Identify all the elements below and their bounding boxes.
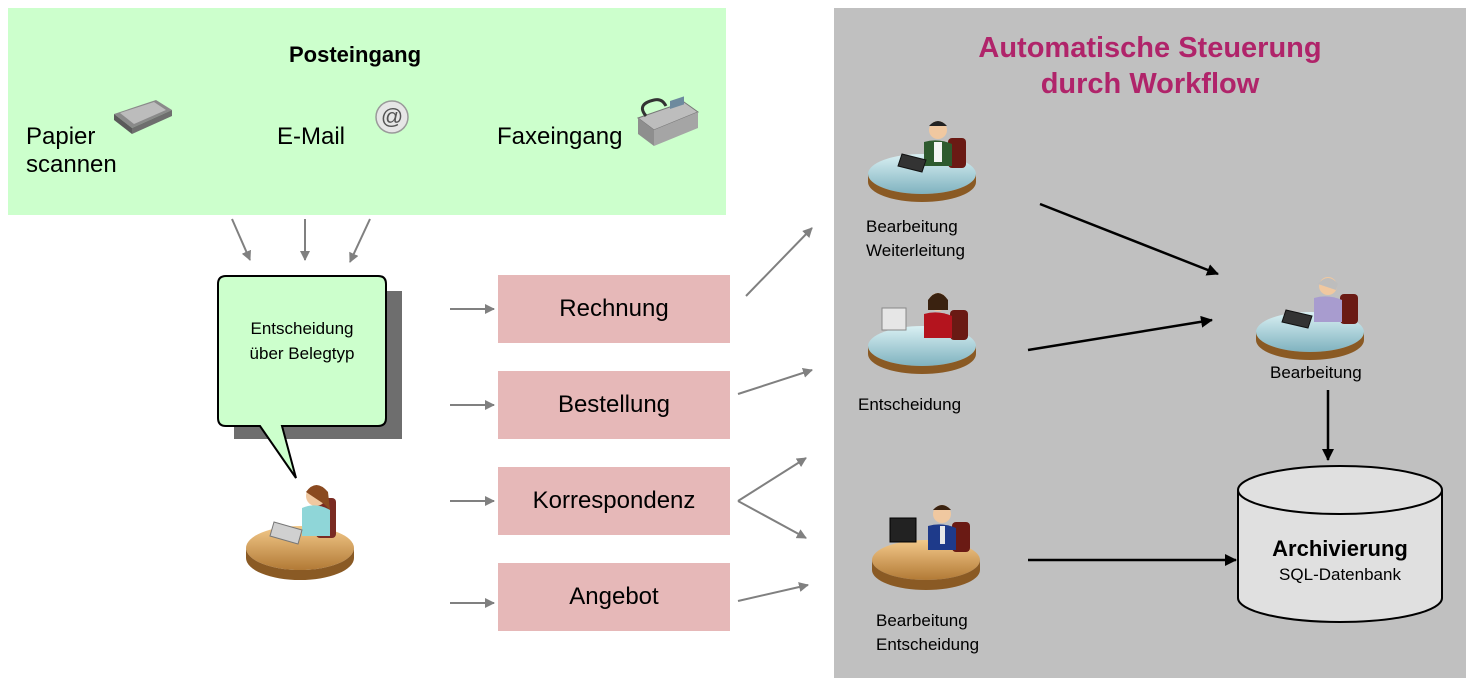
workflow-title-line2: durch Workflow <box>1040 68 1260 100</box>
email-label: E-Mail <box>277 123 346 150</box>
office-worker-icon <box>868 293 976 374</box>
at-sign-icon: @ <box>375 100 409 134</box>
worker1-label-line2: Weiterleitung <box>866 241 965 260</box>
archive-database <box>1237 465 1443 623</box>
office-worker-icon <box>1256 277 1364 360</box>
workflow-title-line1: Automatische Steuerung <box>978 32 1322 64</box>
doc-type-bestellung: Bestellung <box>498 371 730 439</box>
bubble-text-line1: Entscheidung <box>250 319 354 338</box>
office-worker-icon <box>872 505 980 590</box>
papier-label: Papier <box>26 123 96 150</box>
doc-type-rechnung: Rechnung <box>498 275 730 343</box>
scanner-icon <box>114 100 172 134</box>
bubble-text-line2: über Belegtyp <box>249 344 355 363</box>
worker3-label-line2: Entscheidung <box>876 635 980 654</box>
fax-label: Faxeingang <box>497 123 623 150</box>
worker3-label-line1: Bearbeitung <box>876 611 968 630</box>
office-worker-icon <box>868 121 976 202</box>
doc-type-angebot: Angebot <box>498 563 730 631</box>
scannen-label: scannen <box>26 151 117 178</box>
worker4-label: Bearbeitung <box>1270 363 1362 382</box>
archive-subtitle: SQL-Datenbank <box>1279 565 1401 584</box>
archive-title: Archivierung <box>1272 536 1408 561</box>
svg-text:@: @ <box>381 104 403 129</box>
doc-type-korrespondenz: Korrespondenz <box>498 467 730 535</box>
worker1-label-line1: Bearbeitung <box>866 217 958 236</box>
posteingang-title: Posteingang <box>289 42 422 67</box>
workflow-title: Automatische Steuerung durch Workflow <box>834 30 1466 102</box>
worker2-label: Entscheidung <box>858 395 962 414</box>
fax-icon <box>636 96 700 146</box>
decision-bubble <box>217 275 387 479</box>
office-worker-icon <box>246 485 354 580</box>
